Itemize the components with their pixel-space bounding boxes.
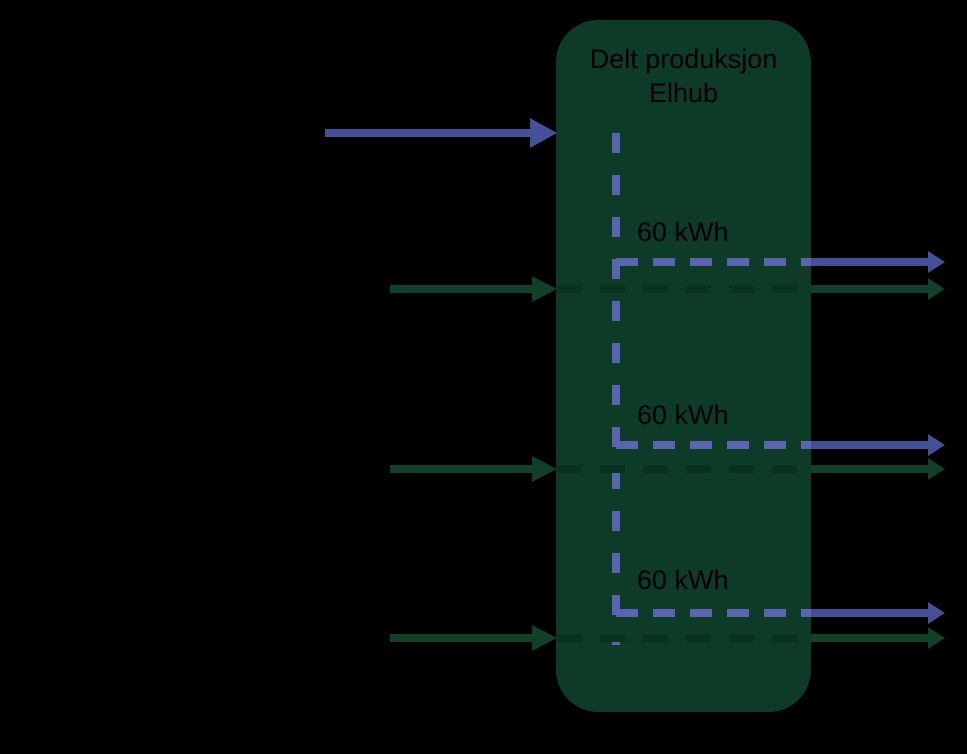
box-title: Delt produksjon Elhub	[556, 42, 811, 110]
green-outflow-arrow-2-shaft	[811, 465, 928, 473]
green-outflow-arrow-3-head-icon	[928, 627, 945, 649]
green-outflow-arrow-3-shaft	[811, 634, 928, 642]
green-throughflow-dashed-line-2	[557, 465, 811, 473]
blue-outflow-arrow-1-shaft	[811, 258, 928, 266]
blue-branch-dashed-line-3	[616, 609, 811, 617]
green-inflow-arrow-2-shaft	[390, 465, 534, 473]
green-inflow-arrow-3-shaft	[390, 634, 534, 642]
blue-outflow-arrow-3-shaft	[811, 609, 928, 617]
blue-outflow-arrow-2-shaft	[811, 441, 928, 449]
blue-distribution-dashed-line	[612, 133, 620, 645]
blue-outflow-arrow-2-head-icon	[928, 434, 945, 456]
green-throughflow-dashed-line-1	[557, 285, 811, 293]
green-outflow-arrow-1-shaft	[811, 285, 928, 293]
box-title-line2: Elhub	[648, 78, 719, 108]
green-outflow-arrow-1-head-icon	[928, 278, 945, 300]
box-title-line1: Delt produksjon	[589, 44, 778, 74]
blue-inflow-arrow-head-icon	[530, 118, 557, 148]
shared-production-box	[556, 20, 811, 712]
allocation-label-2: 60 kWh	[637, 400, 729, 430]
green-throughflow-dashed-line-3	[557, 634, 811, 642]
allocation-label-1: 60 kWh	[637, 217, 729, 247]
blue-branch-dashed-line-1	[616, 258, 811, 266]
green-outflow-arrow-2-head-icon	[928, 458, 945, 480]
green-inflow-arrow-3-head-icon	[532, 625, 557, 651]
blue-outflow-arrow-3-head-icon	[928, 602, 945, 624]
blue-inflow-arrow-shaft	[325, 129, 532, 137]
blue-outflow-arrow-1-head-icon	[928, 251, 945, 273]
green-inflow-arrow-1-head-icon	[532, 276, 557, 302]
blue-branch-dashed-line-2	[616, 441, 811, 449]
green-inflow-arrow-2-head-icon	[532, 456, 557, 482]
green-inflow-arrow-1-shaft	[390, 285, 534, 293]
allocation-label-3: 60 kWh	[637, 565, 729, 595]
